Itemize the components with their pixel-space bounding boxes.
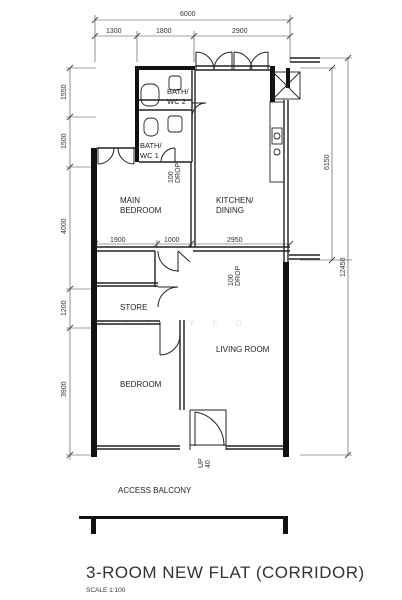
label-main-bedroom-line1: MAIN — [120, 196, 140, 205]
label-kitchen-line1: KITCHEN/ — [216, 196, 254, 205]
dim-right-overall: 12450 — [340, 257, 347, 277]
plan-scale: SCALE 1:100 — [86, 587, 126, 594]
dim-top-2: 1800 — [156, 28, 172, 35]
note-drop-1-label: DROP — [175, 162, 182, 183]
label-living-room: LIVING ROOM — [216, 345, 270, 354]
dimension-ticks — [66, 16, 352, 459]
dim-top-3: 2900 — [232, 28, 248, 35]
label-bedroom: BEDROOM — [120, 380, 162, 389]
label-access-balcony: ACCESS BALCONY — [118, 486, 192, 495]
note-drop-1-value: 100 — [168, 171, 175, 183]
dim-overall-top: 6000 — [180, 11, 196, 18]
dim-left-3: 4000 — [61, 218, 68, 234]
watermark: KAT YEO — [100, 319, 260, 328]
note-up-value: 40 — [205, 460, 212, 468]
balcony-wall — [79, 516, 288, 534]
label-bath-wc1-line1: BATH/ — [140, 141, 162, 150]
note-drop-2-label: DROP — [235, 265, 242, 286]
dim-mid-1: 1900 — [110, 237, 126, 244]
dim-mid-3: 2950 — [227, 237, 243, 244]
dim-left-1: 1550 — [61, 84, 68, 100]
label-kitchen-line2: DINING — [216, 206, 244, 215]
note-up-label: UP — [198, 458, 205, 468]
door-swings — [97, 51, 269, 450]
plan-title: 3-ROOM NEW FLAT (CORRIDOR) — [86, 563, 365, 582]
fixtures — [140, 71, 301, 183]
dim-left-5: 3900 — [61, 381, 68, 397]
dim-left-4: 1200 — [61, 300, 68, 316]
label-main-bedroom-line2: BEDROOM — [120, 206, 162, 215]
label-bath-wc2-line2: WC 2 — [167, 97, 186, 106]
dimension-lines — [66, 15, 352, 460]
note-drop-2-value: 100 — [228, 274, 235, 286]
label-bath-wc2-line1: BATH/ — [167, 87, 189, 96]
dim-mid-2: 1000 — [164, 237, 180, 244]
walls — [91, 66, 290, 457]
dim-right-upper: 6150 — [324, 154, 331, 170]
label-store: STORE — [120, 303, 147, 312]
dim-left-2: 1500 — [61, 133, 68, 149]
label-bath-wc1-line2: WC 1 — [140, 151, 159, 160]
dim-top-1: 1300 — [106, 28, 122, 35]
